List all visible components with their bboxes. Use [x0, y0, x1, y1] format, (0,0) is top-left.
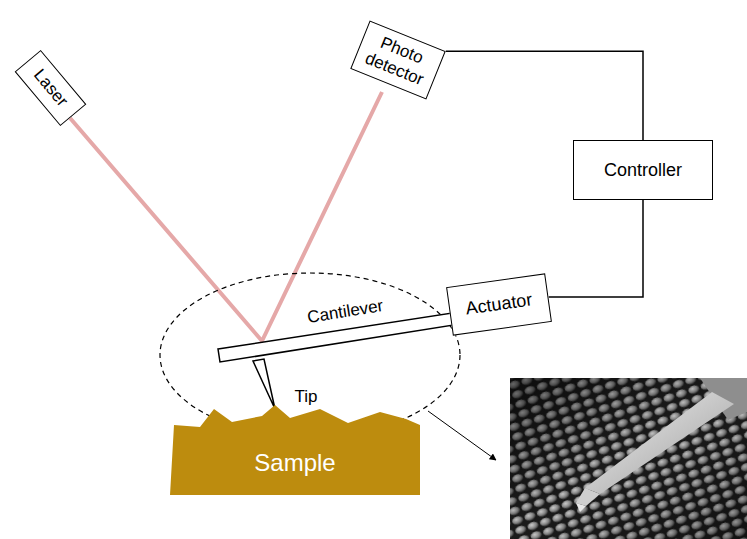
- sample-shape: [170, 403, 420, 495]
- photodetector-box: Photo detector: [350, 21, 446, 100]
- zoom-arrow: [428, 411, 496, 460]
- probe-tip: [253, 359, 275, 409]
- sem-micrograph: [510, 378, 747, 539]
- controller-box: Controller: [573, 140, 713, 200]
- signal-wire: [446, 51, 643, 140]
- sample-fill: [170, 405, 420, 495]
- sample-block: Sample: [170, 403, 420, 495]
- node-text: Sample: [254, 449, 335, 477]
- node-text: Laser: [29, 65, 71, 110]
- node-text: Photo detector: [362, 30, 434, 89]
- laser-box: Laser: [14, 50, 86, 126]
- part-label: Tip: [295, 387, 318, 407]
- part-label: Cantilever: [306, 296, 385, 327]
- signal-wire: [549, 200, 643, 297]
- node-text: Controller: [604, 160, 682, 181]
- actuator-box: Actuator: [446, 273, 552, 335]
- node-text: Actuator: [464, 289, 533, 319]
